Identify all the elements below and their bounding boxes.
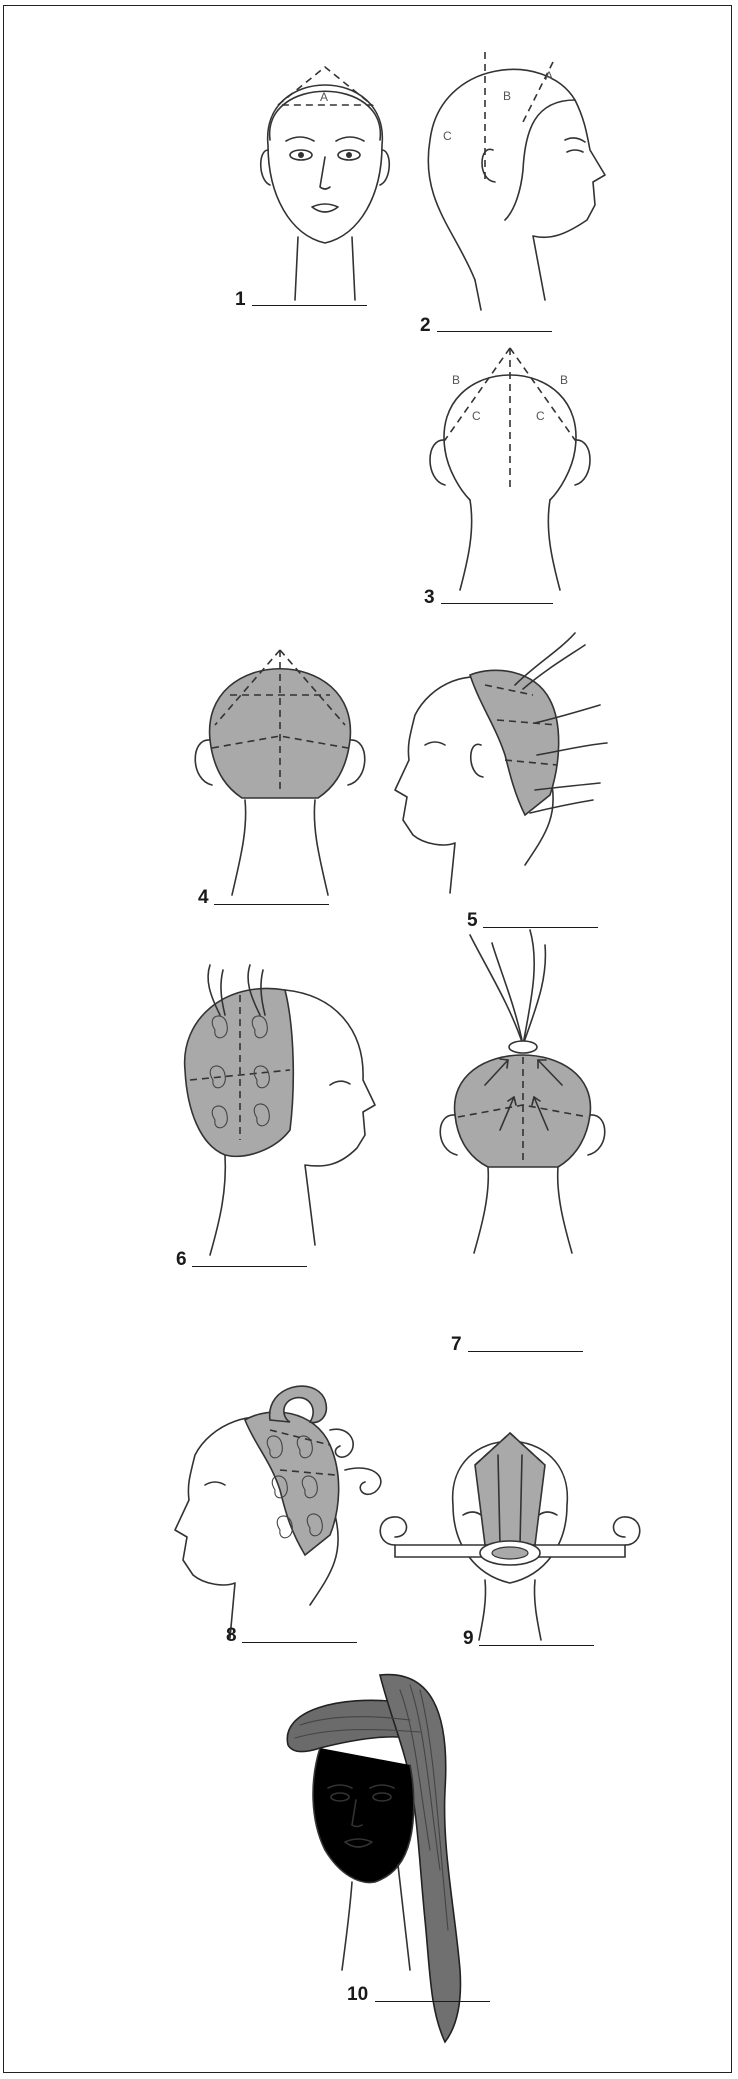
step-8-number: 8 <box>226 1626 237 1645</box>
figure-2-side-view: C B A <box>415 40 615 320</box>
zone-label-b: B <box>503 89 511 103</box>
figure-10-finished-style <box>280 1670 540 2050</box>
figure-9-front-rolls <box>375 1395 675 1645</box>
step-3-answer-line[interactable] <box>441 603 553 604</box>
figure-8-profile-curls <box>150 1370 400 1650</box>
step-1-answer-line[interactable] <box>252 305 367 306</box>
step-8-answer-line[interactable] <box>242 1642 357 1643</box>
step-7-number: 7 <box>451 1335 462 1354</box>
step-1-number: 1 <box>235 290 246 309</box>
step-10-answer-line[interactable] <box>375 2001 490 2002</box>
step-9-answer-line[interactable] <box>479 1645 594 1646</box>
step-10-number: 10 <box>347 1985 368 2004</box>
step-4-number: 4 <box>198 888 209 907</box>
step-2-number: 2 <box>420 316 431 335</box>
step-6-answer-line[interactable] <box>192 1266 307 1267</box>
step-2-answer-line[interactable] <box>437 331 552 332</box>
step-4-answer-line[interactable] <box>214 904 329 905</box>
step-5-answer-line[interactable] <box>483 927 598 928</box>
figure-3-back-view: B B C C <box>420 340 600 600</box>
zone-label-c-right: C <box>536 409 545 423</box>
zone-label-b-left: B <box>452 373 460 387</box>
figure-7-back-ponytail <box>430 935 630 1255</box>
zone-label-c: C <box>443 129 452 143</box>
figure-4-back-view-sectioned <box>190 640 370 900</box>
figure-5-profile-pinned <box>385 625 615 895</box>
step-6-number: 6 <box>176 1250 187 1269</box>
figure-1-front-view: A <box>240 45 410 305</box>
step-5-number: 5 <box>467 911 478 930</box>
zone-label-a: A <box>320 90 328 104</box>
figure-6-pin-curls <box>165 970 385 1260</box>
zone-label-a: A <box>545 69 553 83</box>
zone-label-c-left: C <box>472 409 481 423</box>
step-9-number: 9 <box>463 1629 474 1648</box>
zone-label-b-right: B <box>560 373 568 387</box>
step-3-number: 3 <box>424 588 435 607</box>
step-7-answer-line[interactable] <box>468 1351 583 1352</box>
